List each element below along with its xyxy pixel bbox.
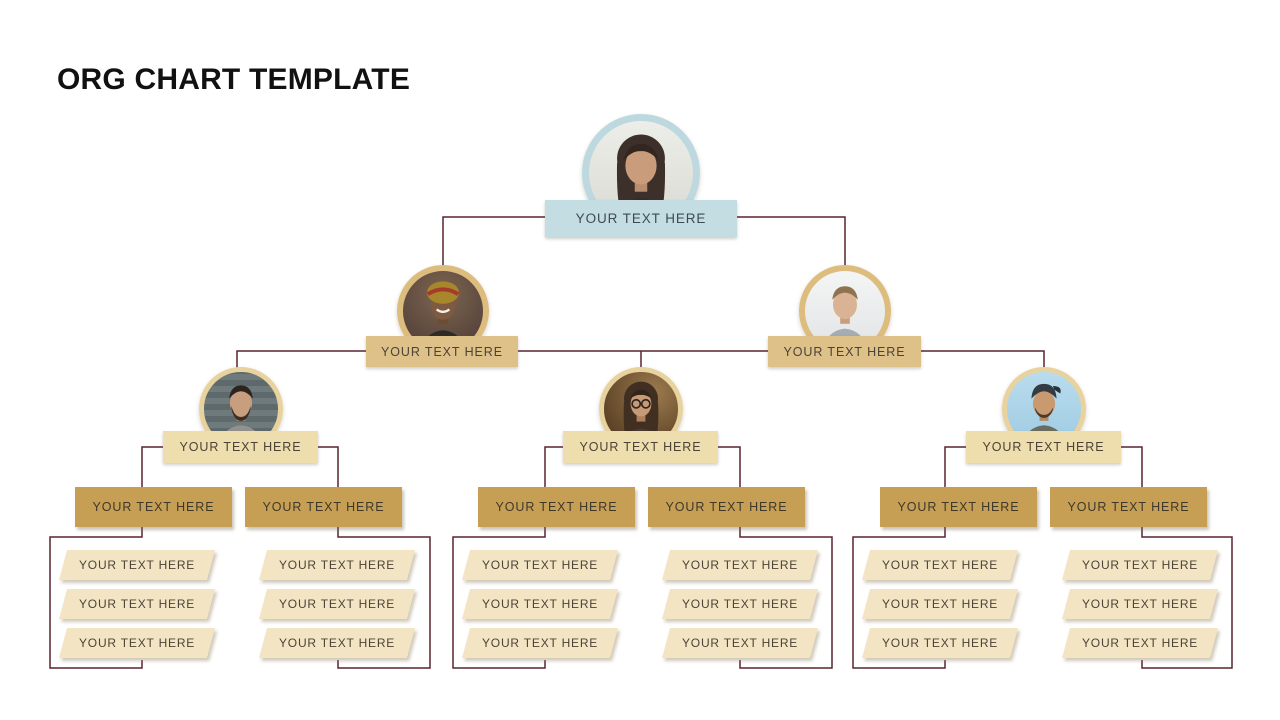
list-group: YOUR TEXT HERE YOUR TEXT HERE YOUR TEXT … <box>861 550 1019 658</box>
list-item[interactable]: YOUR TEXT HERE <box>58 550 216 580</box>
list-item-label: YOUR TEXT HERE <box>681 597 799 611</box>
list-item-label: YOUR TEXT HERE <box>1081 597 1199 611</box>
list-item[interactable]: YOUR TEXT HERE <box>861 550 1019 580</box>
level3-label-box[interactable]: YOUR TEXT HERE <box>163 431 318 463</box>
level4-label-box[interactable]: YOUR TEXT HERE <box>245 487 402 527</box>
list-item[interactable]: YOUR TEXT HERE <box>258 589 416 619</box>
list-item-label: YOUR TEXT HERE <box>881 558 999 572</box>
level2-label-box[interactable]: YOUR TEXT HERE <box>768 336 921 367</box>
list-item-label: YOUR TEXT HERE <box>78 636 196 650</box>
list-item-label: YOUR TEXT HERE <box>681 558 799 572</box>
list-item-label: YOUR TEXT HERE <box>78 558 196 572</box>
list-item-label: YOUR TEXT HERE <box>481 558 599 572</box>
list-item[interactable]: YOUR TEXT HERE <box>461 589 619 619</box>
list-item[interactable]: YOUR TEXT HERE <box>661 589 819 619</box>
list-item-label: YOUR TEXT HERE <box>1081 636 1199 650</box>
list-item-label: YOUR TEXT HERE <box>481 636 599 650</box>
list-item[interactable]: YOUR TEXT HERE <box>861 628 1019 658</box>
list-item[interactable]: YOUR TEXT HERE <box>661 550 819 580</box>
level2-label-box[interactable]: YOUR TEXT HERE <box>366 336 518 367</box>
list-group: YOUR TEXT HERE YOUR TEXT HERE YOUR TEXT … <box>1061 550 1219 658</box>
list-item[interactable]: YOUR TEXT HERE <box>258 628 416 658</box>
level4-label-box[interactable]: YOUR TEXT HERE <box>648 487 805 527</box>
level3-label-box[interactable]: YOUR TEXT HERE <box>966 431 1121 463</box>
page-title[interactable]: ORG CHART TEMPLATE <box>57 63 411 96</box>
list-item[interactable]: YOUR TEXT HERE <box>661 628 819 658</box>
list-item[interactable]: YOUR TEXT HERE <box>1061 550 1219 580</box>
list-item-label: YOUR TEXT HERE <box>278 636 396 650</box>
list-item[interactable]: YOUR TEXT HERE <box>258 550 416 580</box>
level4-label-box[interactable]: YOUR TEXT HERE <box>880 487 1037 527</box>
list-group: YOUR TEXT HERE YOUR TEXT HERE YOUR TEXT … <box>258 550 416 658</box>
list-item[interactable]: YOUR TEXT HERE <box>1061 589 1219 619</box>
list-group: YOUR TEXT HERE YOUR TEXT HERE YOUR TEXT … <box>661 550 819 658</box>
list-item-label: YOUR TEXT HERE <box>1081 558 1199 572</box>
list-item[interactable]: YOUR TEXT HERE <box>461 628 619 658</box>
list-group: YOUR TEXT HERE YOUR TEXT HERE YOUR TEXT … <box>58 550 216 658</box>
list-item[interactable]: YOUR TEXT HERE <box>461 550 619 580</box>
level4-label-box[interactable]: YOUR TEXT HERE <box>1050 487 1207 527</box>
list-item[interactable]: YOUR TEXT HERE <box>58 589 216 619</box>
list-group: YOUR TEXT HERE YOUR TEXT HERE YOUR TEXT … <box>461 550 619 658</box>
list-item-label: YOUR TEXT HERE <box>881 636 999 650</box>
list-item[interactable]: YOUR TEXT HERE <box>861 589 1019 619</box>
list-item-label: YOUR TEXT HERE <box>78 597 196 611</box>
list-item-label: YOUR TEXT HERE <box>481 597 599 611</box>
list-item-label: YOUR TEXT HERE <box>681 636 799 650</box>
list-item[interactable]: YOUR TEXT HERE <box>1061 628 1219 658</box>
list-item-label: YOUR TEXT HERE <box>881 597 999 611</box>
list-item-label: YOUR TEXT HERE <box>278 558 396 572</box>
level3-label-box[interactable]: YOUR TEXT HERE <box>563 431 718 463</box>
level4-label-box[interactable]: YOUR TEXT HERE <box>478 487 635 527</box>
level4-label-box[interactable]: YOUR TEXT HERE <box>75 487 232 527</box>
list-item[interactable]: YOUR TEXT HERE <box>58 628 216 658</box>
root-label-box[interactable]: YOUR TEXT HERE <box>545 200 737 237</box>
list-item-label: YOUR TEXT HERE <box>278 597 396 611</box>
